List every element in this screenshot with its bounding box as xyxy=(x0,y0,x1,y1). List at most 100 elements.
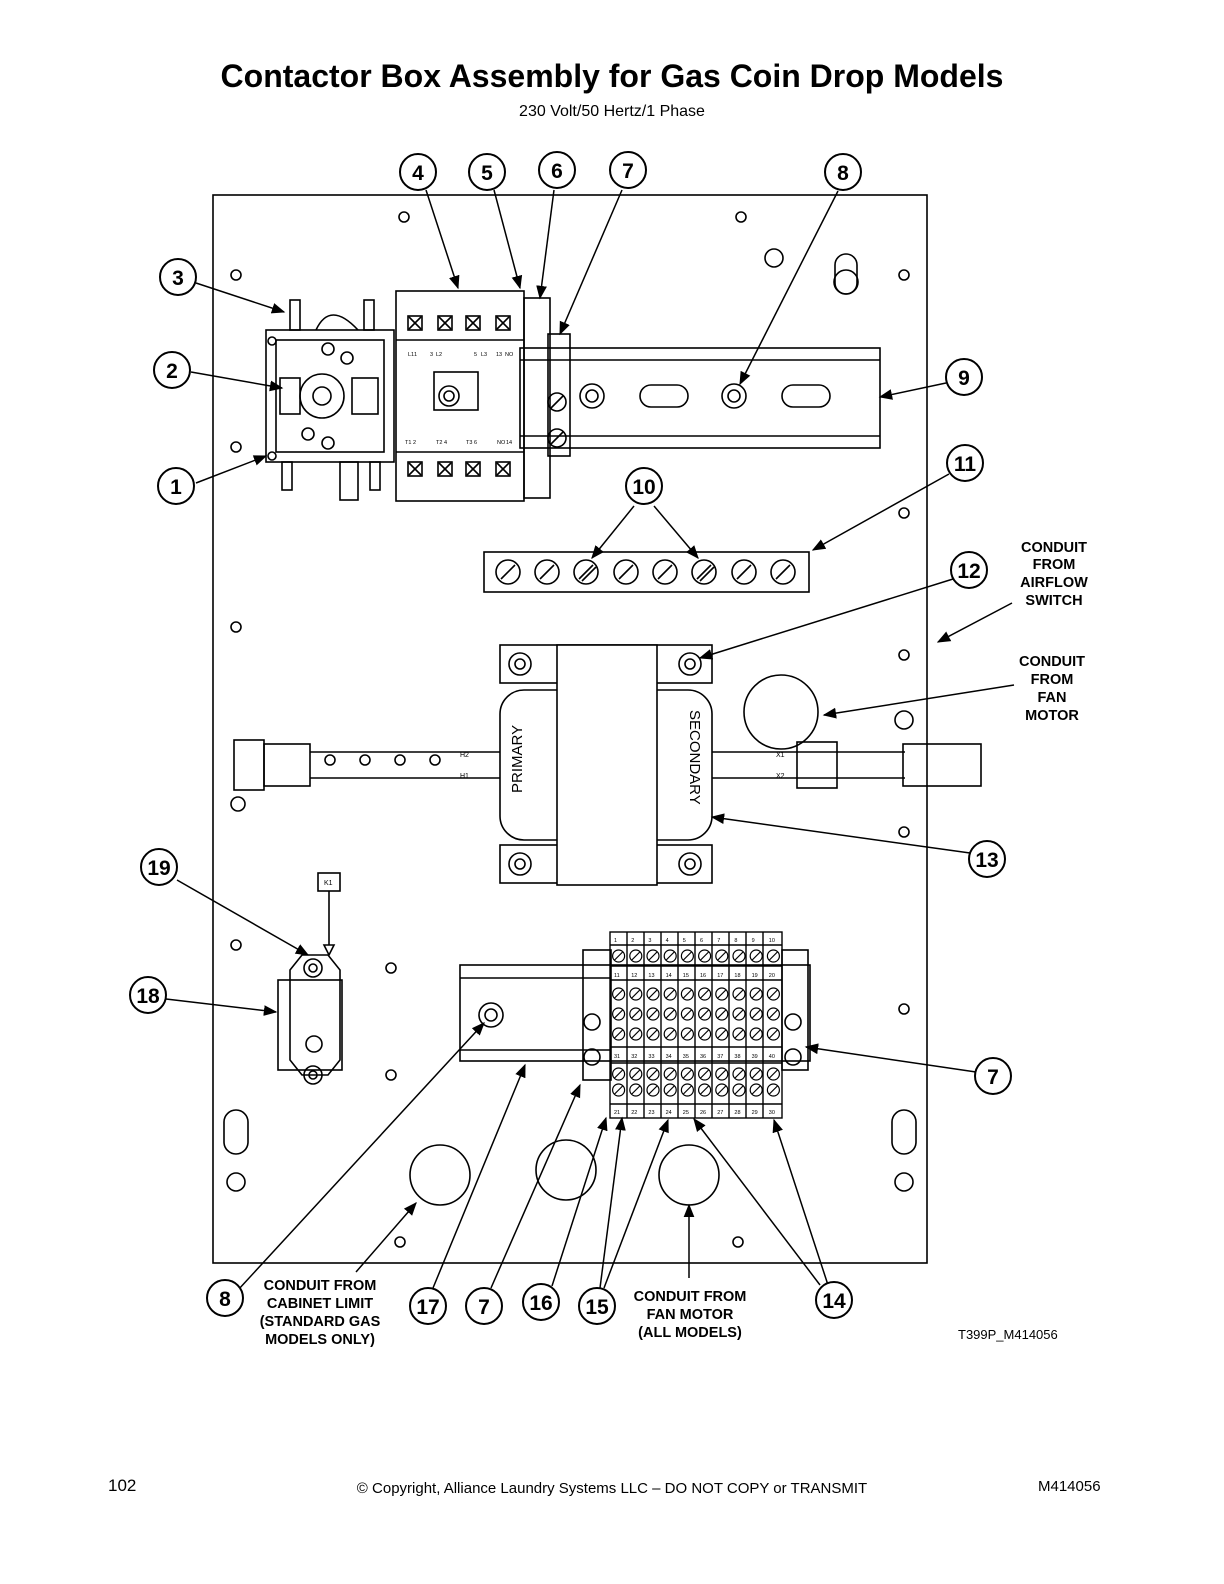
terminal-screw-slot xyxy=(768,951,778,961)
terminal-screw-slot xyxy=(717,1029,727,1039)
svg-text:MOTOR: MOTOR xyxy=(1025,708,1079,724)
contactor-label-top: L3 xyxy=(481,352,487,358)
disconnect-switch xyxy=(265,299,395,501)
terminal-screw xyxy=(646,949,660,963)
svg-text:(STANDARD GAS: (STANDARD GAS xyxy=(260,1314,381,1330)
callout-7: 7 xyxy=(622,160,634,183)
terminal-number: 39 xyxy=(752,1054,758,1060)
terminal-number: 28 xyxy=(734,1110,740,1116)
callout-circles xyxy=(129,151,1012,1325)
terminal-screw xyxy=(629,987,643,1001)
terminal-screw xyxy=(766,987,781,1001)
terminal-screw xyxy=(611,1027,626,1041)
terminal-screw xyxy=(732,1083,746,1097)
relay xyxy=(277,872,343,1085)
terminal-screw-slot xyxy=(631,1029,641,1039)
terminal-screw-slot xyxy=(717,989,727,999)
svg-text:CONDUIT FROM: CONDUIT FROM xyxy=(634,1289,747,1305)
terminal-screw xyxy=(680,1007,695,1021)
terminal-screw-slot xyxy=(614,1085,624,1095)
contactor-label-top: 5 xyxy=(474,352,477,358)
terminal-screw-slot xyxy=(734,1009,744,1019)
terminal-screw-slot xyxy=(631,1009,641,1019)
ground-bar xyxy=(483,551,810,593)
terminal-screw xyxy=(663,1027,677,1041)
terminal-screw xyxy=(680,949,695,963)
terminal-screw xyxy=(697,1067,712,1081)
terminal-number: 31 xyxy=(614,1054,620,1060)
terminal-screw xyxy=(766,1067,781,1081)
callout-4: 4 xyxy=(412,162,424,185)
wire-x1-label: X1 xyxy=(776,752,785,759)
terminal-screw-slot xyxy=(682,1029,692,1039)
terminal-number: 22 xyxy=(631,1110,637,1116)
callout-9: 9 xyxy=(958,367,970,390)
terminal-screw-slot xyxy=(682,1069,692,1079)
terminal-screw-slot xyxy=(751,1085,761,1095)
page-title: Contactor Box Assembly for Gas Coin Drop… xyxy=(220,58,1004,94)
terminal-screw xyxy=(680,1083,695,1097)
din-rail-top xyxy=(519,333,881,457)
terminal-number: 7 xyxy=(717,938,720,944)
terminal-screw-slot xyxy=(717,1085,727,1095)
terminal-screw xyxy=(715,1083,729,1097)
terminal-screw-slot xyxy=(648,1069,658,1079)
relay-k1-label: K1 xyxy=(324,880,333,887)
terminal-screw-slot xyxy=(751,1009,761,1019)
terminal-screw-slot xyxy=(734,989,744,999)
terminal-screw xyxy=(697,1027,712,1041)
terminal-number: 19 xyxy=(752,973,758,979)
terminal-number: 36 xyxy=(700,1054,706,1060)
copyright-notice: © Copyright, Alliance Laundry Systems LL… xyxy=(356,1480,868,1497)
contactor-label-bottom: T2 xyxy=(436,440,442,446)
terminal-screw xyxy=(646,987,660,1001)
terminal-screw xyxy=(611,949,626,963)
terminal-screw xyxy=(715,987,729,1001)
terminal-screw xyxy=(663,1007,677,1021)
terminal-screw xyxy=(663,949,677,963)
terminal-number: 8 xyxy=(734,938,737,944)
terminal-screw-slot xyxy=(682,1085,692,1095)
terminal-number: 25 xyxy=(683,1110,689,1116)
terminal-block xyxy=(609,931,783,1119)
terminal-screw xyxy=(680,1067,695,1081)
callout-6: 6 xyxy=(551,160,563,183)
contactor xyxy=(395,290,551,502)
callout-15: 15 xyxy=(585,1296,609,1319)
terminal-screw-slot xyxy=(665,1009,675,1019)
terminal-screw-slot xyxy=(648,1029,658,1039)
contactor-label-top: 1 xyxy=(414,352,417,358)
terminal-number: 4 xyxy=(666,938,669,944)
terminal-screw-slot xyxy=(751,989,761,999)
terminal-screw-slot xyxy=(768,989,778,999)
terminal-number: 6 xyxy=(700,938,703,944)
terminal-screw xyxy=(697,1083,712,1097)
terminal-screw xyxy=(680,1027,695,1041)
terminal-screw xyxy=(611,987,626,1001)
terminal-screw xyxy=(697,949,712,963)
terminal-number: 30 xyxy=(769,1110,775,1116)
terminal-screw xyxy=(646,1067,660,1081)
terminal-screw-slot xyxy=(768,1009,778,1019)
terminal-screw xyxy=(629,1067,643,1081)
terminal-screw xyxy=(611,1083,626,1097)
terminal-screw-slot xyxy=(648,951,658,961)
leader-lines xyxy=(165,189,1015,1291)
terminal-screw-slot xyxy=(734,951,744,961)
callout-numbers: 1 2 3 4 5 6 7 8 9 10 11 12 13 19 18 7 8 … xyxy=(136,160,999,1319)
callout-8: 8 xyxy=(837,162,849,185)
callout-17: 17 xyxy=(416,1296,439,1319)
terminal-screw xyxy=(732,1067,746,1081)
terminal-number: 35 xyxy=(683,1054,689,1060)
terminal-screw-slot xyxy=(717,1069,727,1079)
contactor-label-bottom: 6 xyxy=(474,440,477,446)
terminal-number: 1 xyxy=(614,938,617,944)
note-airflow-switch: CONDUIT FROM AIRFLOW SWITCH xyxy=(1020,540,1088,609)
terminal-screw-slot xyxy=(665,1069,675,1079)
terminal-screw-slot xyxy=(631,951,641,961)
terminal-screw-slot xyxy=(734,1069,744,1079)
terminal-screw-slot xyxy=(631,1085,641,1095)
terminal-screw xyxy=(766,1083,781,1097)
callout-2: 2 xyxy=(166,360,178,383)
terminal-screw-slot xyxy=(648,989,658,999)
